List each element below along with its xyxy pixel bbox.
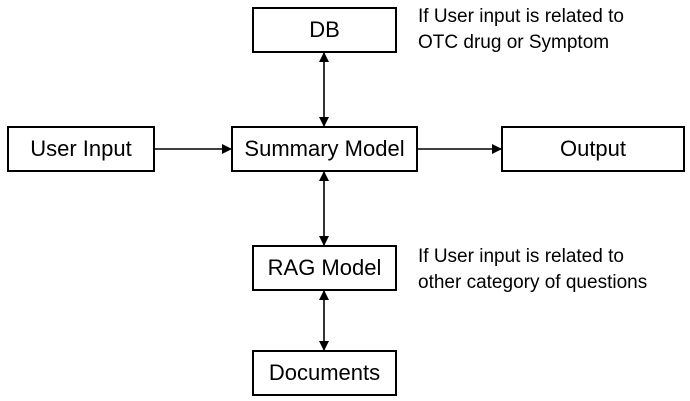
rag-condition-note: If User input is related to other catego… — [418, 244, 647, 296]
summary-model-node: Summary Model — [231, 126, 418, 172]
db-condition-line-1: If User input is related to — [418, 6, 624, 27]
rag-condition-line-1: If User input is related to — [418, 246, 624, 267]
db-condition-line-2: OTC drug or Symptom — [418, 32, 610, 53]
db-label: DB — [309, 17, 340, 42]
db-condition-note: If User input is related to OTC drug or … — [418, 4, 624, 56]
summary-model-label: Summary Model — [244, 136, 405, 161]
documents-label: Documents — [268, 360, 381, 385]
documents-node: Documents — [252, 350, 397, 396]
user-input-node: User Input — [7, 126, 155, 172]
output-node: Output — [501, 126, 685, 172]
rag-model-node: RAG Model — [252, 245, 397, 291]
rag-model-label: RAG Model — [267, 255, 382, 280]
db-node: DB — [252, 7, 397, 53]
rag-condition-line-2: other category of questions — [418, 272, 648, 293]
user-input-label: User Input — [30, 136, 132, 161]
output-label: Output — [559, 136, 627, 161]
